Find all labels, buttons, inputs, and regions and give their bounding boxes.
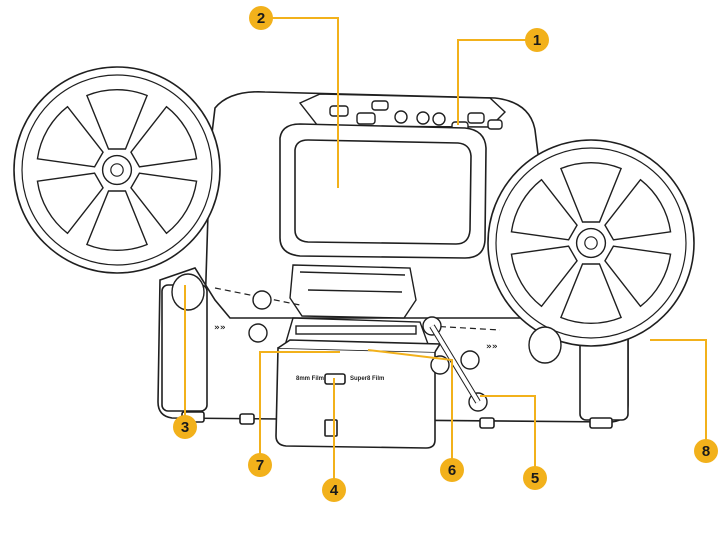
callout-number: 6 bbox=[448, 462, 456, 479]
reel-inner-rim bbox=[21, 74, 213, 266]
guide-rollers bbox=[248, 290, 488, 412]
reel-window bbox=[559, 263, 623, 324]
button-ok[interactable] bbox=[394, 110, 408, 124]
reel-window bbox=[130, 105, 198, 168]
callout-number: 5 bbox=[531, 470, 539, 487]
button-power[interactable] bbox=[487, 119, 503, 130]
button-record[interactable] bbox=[432, 112, 446, 126]
callout-number: 1 bbox=[533, 32, 541, 49]
reel-window bbox=[36, 105, 104, 168]
callout-4: 4 bbox=[322, 478, 346, 502]
light-housing bbox=[289, 264, 417, 319]
callout-badge-circle bbox=[322, 478, 346, 502]
advance-arrow-left: »» bbox=[214, 323, 226, 333]
callout-number: 7 bbox=[256, 457, 264, 474]
lcd-screen bbox=[279, 123, 487, 259]
reel-window bbox=[510, 245, 578, 308]
leader-line-1 bbox=[457, 39, 537, 125]
reel-window bbox=[510, 178, 578, 241]
callout-number: 8 bbox=[702, 443, 710, 460]
callout-badge-circle bbox=[523, 466, 547, 490]
control-button-panel bbox=[298, 93, 507, 133]
guide-roller-right-mid bbox=[430, 355, 450, 375]
callout-badges: 1 2 3 4 5 6 7 8 bbox=[173, 6, 718, 502]
button-up[interactable] bbox=[356, 112, 376, 125]
callout-6: 6 bbox=[440, 458, 464, 482]
leader-lines bbox=[184, 17, 707, 490]
callout-7: 7 bbox=[248, 453, 272, 477]
leader-line-5 bbox=[480, 395, 536, 478]
callout-badge-circle bbox=[248, 453, 272, 477]
reel-spindle bbox=[110, 163, 124, 177]
leader-line-2 bbox=[261, 17, 339, 188]
callout-3: 3 bbox=[173, 415, 197, 439]
reel-window bbox=[85, 190, 149, 251]
button-right[interactable] bbox=[467, 112, 485, 124]
button-play[interactable] bbox=[416, 111, 430, 125]
callout-badge-circle bbox=[440, 458, 464, 482]
button-left[interactable] bbox=[371, 100, 389, 111]
callout-number: 4 bbox=[330, 482, 339, 499]
callout-8: 8 bbox=[694, 439, 718, 463]
left-reel-knob bbox=[171, 273, 205, 311]
film-gate bbox=[285, 317, 430, 345]
callout-number: 3 bbox=[181, 419, 189, 436]
leader-line-8 bbox=[650, 339, 707, 451]
guide-roller-left-upper bbox=[252, 290, 272, 310]
leader-line-7 bbox=[259, 351, 340, 465]
advance-arrow-right: »» bbox=[486, 342, 498, 352]
film-holder bbox=[275, 339, 442, 449]
callout-badge-circle bbox=[249, 6, 273, 30]
guide-roller-left-lower bbox=[248, 323, 268, 343]
right-reel-knob bbox=[528, 326, 562, 364]
leader-line-6 bbox=[367, 349, 453, 470]
reel-window bbox=[604, 178, 672, 241]
supply-reel[interactable] bbox=[13, 66, 221, 274]
callout-1: 1 bbox=[525, 28, 549, 52]
callout-number: 2 bbox=[257, 10, 265, 27]
take-up-reel[interactable] bbox=[487, 139, 695, 347]
callout-5: 5 bbox=[523, 466, 547, 490]
film-label-super8: Super8 Film bbox=[350, 376, 384, 382]
callout-badge-circle bbox=[694, 439, 718, 463]
callout-2: 2 bbox=[249, 6, 273, 30]
reel-window bbox=[559, 162, 623, 223]
callout-badge-circle bbox=[525, 28, 549, 52]
reel-window bbox=[604, 245, 672, 308]
film-label-8mm: 8mm Film bbox=[296, 376, 324, 382]
reel-window bbox=[130, 172, 198, 235]
reel-window bbox=[85, 89, 149, 150]
reel-inner-rim bbox=[495, 147, 687, 339]
tension-roller bbox=[460, 350, 480, 370]
reel-knobs bbox=[171, 273, 562, 364]
reel-window bbox=[36, 172, 104, 235]
callout-badge-circle bbox=[173, 415, 197, 439]
film-holder-logo bbox=[324, 419, 338, 437]
reel-spindle bbox=[584, 236, 598, 250]
